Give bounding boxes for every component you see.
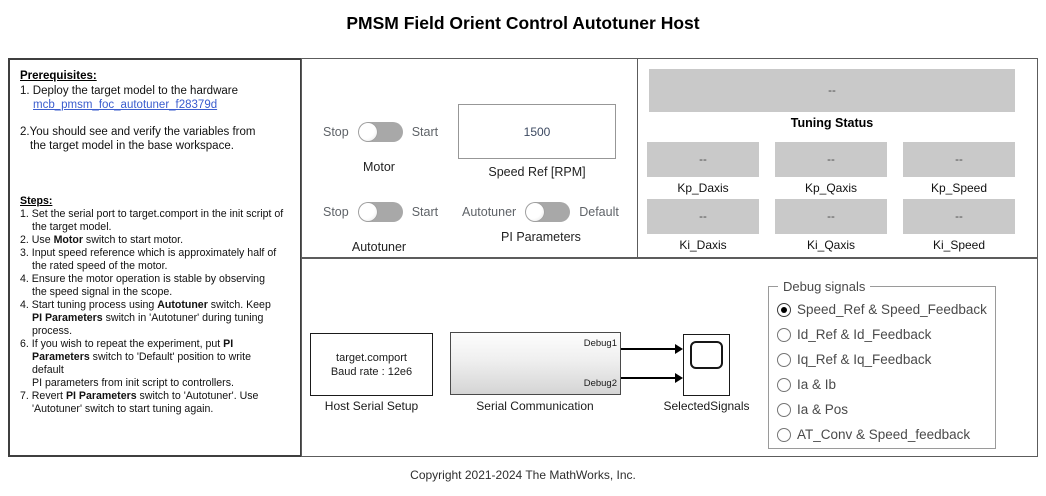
debug-signals-legend: Debug signals (783, 279, 866, 294)
motor-switch-left-label: Stop (323, 125, 349, 139)
debug-signals-group: Debug signals Speed_Ref & Speed_Feedback… (768, 279, 996, 449)
debug2-signal-arrow (621, 373, 683, 383)
debug1-port-label: Debug1 (583, 338, 617, 349)
pi-switch-right-label: Default (579, 205, 619, 219)
step-line: PI parameters from init script to contro… (32, 376, 234, 389)
kp-daxis-value: -- (647, 142, 759, 177)
steps-heading: Steps: (20, 194, 53, 207)
ki-qaxis-value: -- (775, 199, 887, 234)
prerequisite-item-1: 1. Deploy the target model to the hardwa… (20, 84, 238, 97)
step-line: the speed signal in the scope. (32, 285, 173, 298)
page-title: PMSM Field Orient Control Autotuner Host (346, 13, 700, 33)
copyright-text: Copyright 2021-2024 The MathWorks, Inc. (410, 468, 636, 482)
kp-daxis-label: Kp_Daxis (677, 181, 729, 195)
step-line: 'Autotuner' switch to start tuning again… (32, 402, 214, 415)
speed-ref-value: 1500 (523, 124, 551, 139)
host-serial-line1: target.comport (336, 351, 407, 364)
serial-communication-block[interactable]: Debug1 Debug2 (450, 332, 621, 395)
speed-ref-caption: Speed Ref [RPM] (488, 165, 586, 179)
radio-option-id-ref-feedback[interactable]: Id_Ref & Id_Feedback (777, 327, 987, 342)
ki-daxis-label: Ki_Daxis (679, 238, 727, 252)
tuning-status-caption: Tuning Status (790, 116, 874, 130)
prerequisite-item-2: 2.You should see and verify the variable… (20, 125, 256, 138)
param-cell: -- Kp_Qaxis (775, 142, 887, 199)
param-cell: -- Ki_Qaxis (775, 199, 887, 256)
step-line: process. (32, 324, 73, 337)
autotuner-toggle-switch[interactable] (357, 202, 403, 222)
pi-parameters-switch-row: Autotuner Default (462, 202, 619, 222)
debug1-signal-arrow (621, 344, 683, 354)
pi-switch-left-label: Autotuner (462, 205, 517, 219)
step-line: 3. Input speed reference which is approx… (20, 246, 277, 259)
motor-switch-row: Stop Start (323, 122, 438, 142)
speed-ref-input[interactable]: 1500 (458, 104, 616, 159)
tuning-status-display: -- (649, 69, 1015, 112)
step-line: 2. Use Motor switch to start motor. (20, 233, 184, 246)
kp-qaxis-value: -- (775, 142, 887, 177)
radio-unselected-icon (777, 377, 791, 392)
radio-unselected-icon (777, 327, 791, 342)
toggle-knob (526, 203, 545, 221)
kp-qaxis-label: Kp_Qaxis (804, 181, 858, 195)
instructions-panel: Prerequisites: 1. Deploy the target mode… (8, 58, 302, 457)
radio-unselected-icon (777, 352, 791, 367)
step-line: 6. If you wish to repeat the experiment,… (20, 337, 234, 350)
step-line: 1. Set the serial port to target.comport… (20, 207, 284, 220)
step-line: 4. Start tuning process using Autotuner … (20, 298, 271, 311)
selected-signals-scope-block[interactable] (683, 334, 730, 396)
motor-switch-caption: Motor (363, 160, 395, 174)
autotuner-switch-left-label: Stop (323, 205, 349, 219)
radio-option-ia-ib[interactable]: Ia & Ib (777, 377, 987, 392)
autotuner-switch-caption: Autotuner (351, 240, 407, 254)
autotuner-switch-right-label: Start (411, 205, 439, 219)
host-serial-setup-block[interactable]: target.comport Baud rate : 12e6 (310, 333, 433, 396)
radio-option-speed-ref-feedback[interactable]: Speed_Ref & Speed_Feedback (777, 302, 987, 317)
radio-unselected-icon (777, 402, 791, 417)
prerequisites-heading: Prerequisites: (20, 70, 97, 82)
param-cell: -- Kp_Speed (903, 142, 1015, 199)
step-line: Parameters switch to 'Default' position … (32, 350, 251, 363)
debug2-port-label: Debug2 (583, 378, 617, 389)
ki-speed-value: -- (903, 199, 1015, 234)
step-line: default (32, 363, 64, 376)
kp-speed-value: -- (903, 142, 1015, 177)
tuning-params-grid: -- Kp_Daxis -- Kp_Qaxis -- Kp_Speed -- K… (647, 142, 1015, 256)
prerequisite-item-2-cont: the target model in the base workspace. (30, 140, 234, 152)
toggle-knob (358, 123, 377, 141)
step-line: 7. Revert PI Parameters switch to 'Autot… (20, 389, 259, 402)
serial-communication-caption: Serial Communication (476, 399, 594, 413)
radio-option-at-conv-speed[interactable]: AT_Conv & Speed_feedback (777, 427, 987, 442)
step-line: the target model. (32, 220, 112, 233)
ki-daxis-value: -- (647, 199, 759, 234)
radio-unselected-icon (777, 427, 791, 442)
radio-option-iq-ref-feedback[interactable]: Iq_Ref & Iq_Feedback (777, 352, 987, 367)
motor-toggle-switch[interactable] (357, 122, 403, 142)
step-line: 4. Ensure the motor operation is stable … (20, 272, 265, 285)
tuning-status-panel: -- Tuning Status -- Kp_Daxis -- Kp_Qaxis… (637, 58, 1038, 258)
step-line: the rated speed of the motor. (32, 259, 168, 272)
prerequisites-section: Prerequisites: 1. Deploy the target mode… (20, 69, 290, 154)
toggle-knob (358, 203, 377, 221)
scope-caption: SelectedSignals (663, 399, 750, 413)
controls-panel: Stop Start Motor 1500 Speed Ref [RPM] St… (301, 58, 638, 258)
param-cell: -- Ki_Speed (903, 199, 1015, 256)
autotuner-switch-row: Stop Start (323, 202, 438, 222)
scope-screen-icon (690, 341, 723, 369)
motor-switch-right-label: Start (411, 125, 439, 139)
step-line: PI Parameters switch in 'Autotuner' duri… (32, 311, 264, 324)
model-link[interactable]: mcb_pmsm_foc_autotuner_f28379d (33, 99, 218, 111)
pi-parameters-caption: PI Parameters (501, 230, 581, 244)
pi-parameters-toggle-switch[interactable] (525, 202, 571, 222)
diagram-panel: target.comport Baud rate : 12e6 Host Ser… (301, 258, 1038, 457)
steps-section: Steps: 1. Set the serial port to target.… (20, 195, 290, 416)
host-serial-caption: Host Serial Setup (324, 399, 419, 413)
ki-qaxis-label: Ki_Qaxis (806, 238, 856, 252)
param-cell: -- Kp_Daxis (647, 142, 759, 199)
ki-speed-label: Ki_Speed (932, 238, 986, 252)
host-serial-line2: Baud rate : 12e6 (330, 365, 413, 378)
param-cell: -- Ki_Daxis (647, 199, 759, 256)
kp-speed-label: Kp_Speed (930, 181, 988, 195)
radio-selected-icon (777, 302, 791, 317)
radio-option-ia-pos[interactable]: Ia & Pos (777, 402, 987, 417)
